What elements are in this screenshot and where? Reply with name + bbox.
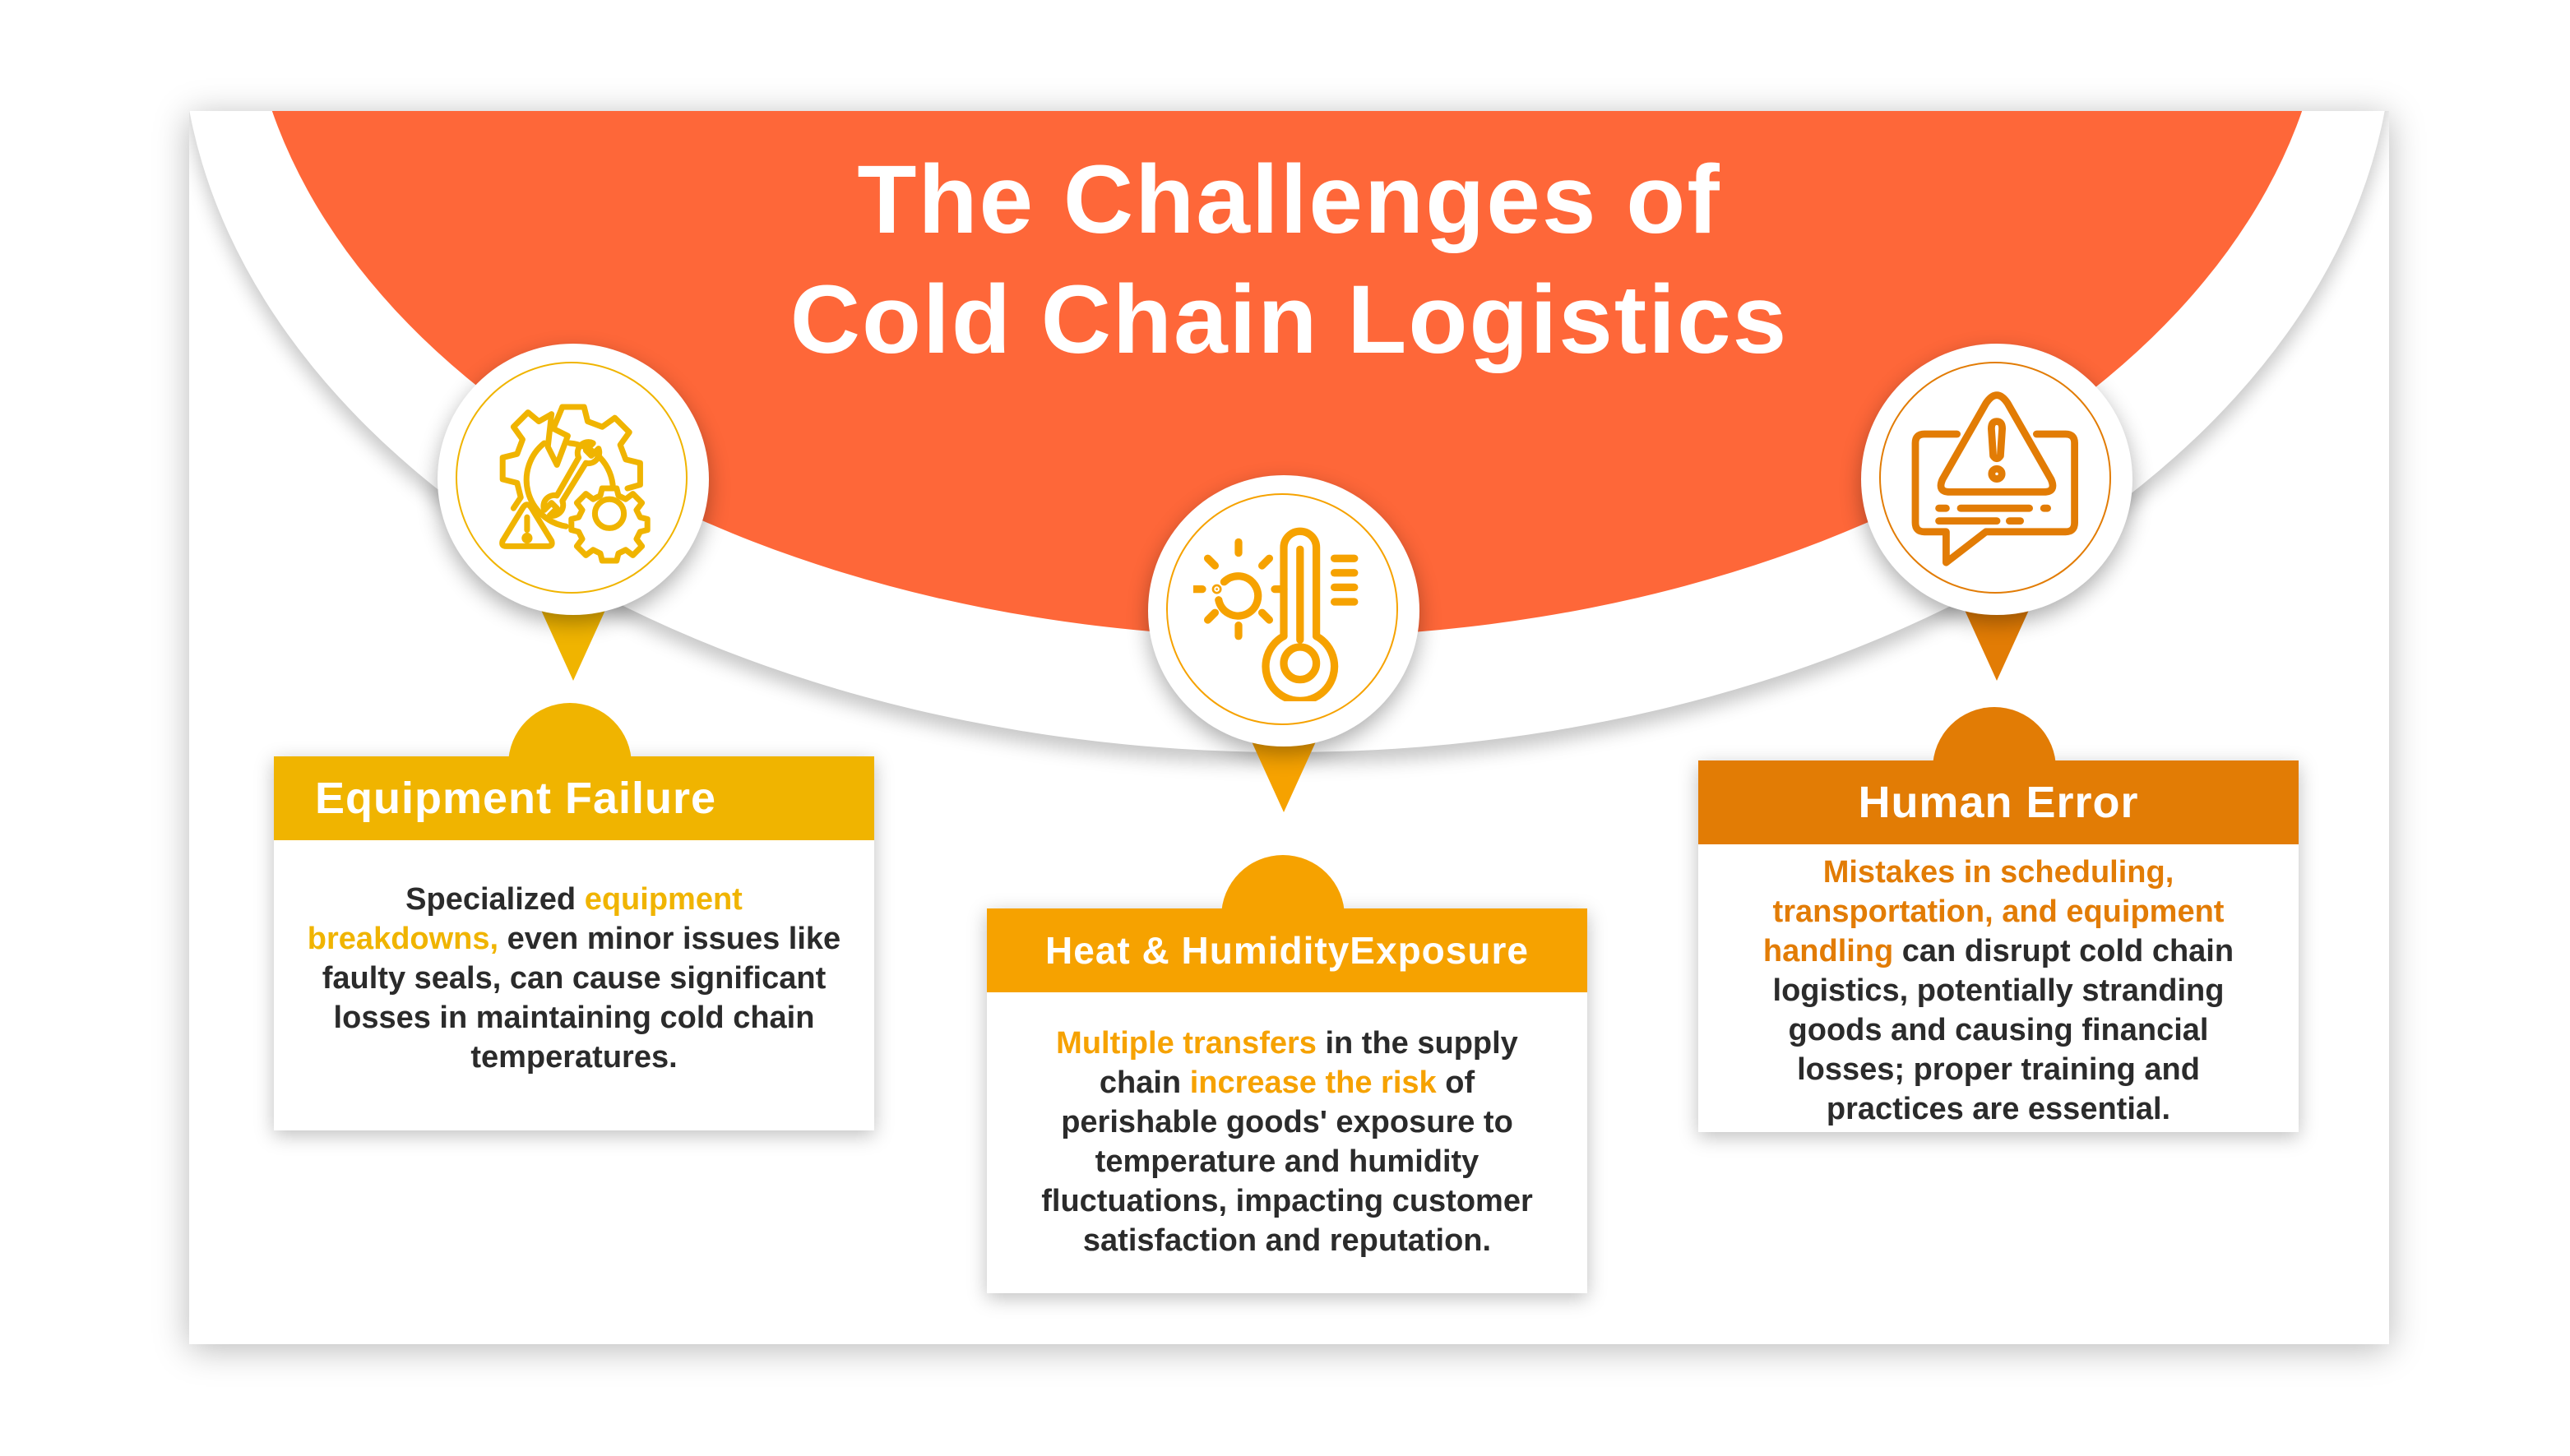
warning-speech-bubble-icon <box>1911 391 2078 566</box>
icon-circle <box>438 344 709 615</box>
icon-ring <box>1879 362 2111 594</box>
sun-thermometer-icon <box>1193 527 1359 701</box>
body-text: even minor issues like faulty seals, can… <box>322 922 841 1075</box>
broken-gear-wrench-warning-icon <box>499 404 651 564</box>
heat-humidity-card: Heat & HumidityExposure Multiple transfe… <box>987 855 1587 1293</box>
card-header: Heat & HumidityExposure <box>987 908 1587 992</box>
icon-ring <box>456 362 688 594</box>
icon-circle <box>1861 344 2132 615</box>
human-error-card: Human Error Mistakes in scheduling, tran… <box>1698 707 2299 1132</box>
card-body: Specialized equipment breakdowns, even m… <box>274 840 874 1130</box>
equipment-failure-pin <box>438 344 709 689</box>
human-error-pin <box>1861 344 2132 689</box>
heat-humidity-pin <box>1148 475 1419 820</box>
title-line-2: Cold Chain Logistics <box>790 266 1789 374</box>
icon-ring <box>1166 493 1398 725</box>
body-highlight: increase the risk <box>1189 1065 1437 1100</box>
card-body: Multiple transfers in the supply chain i… <box>987 992 1587 1293</box>
body-text: Specialized <box>405 882 585 917</box>
card-header: Equipment Failure <box>274 756 874 840</box>
body-text: can disrupt cold chain logistics, potent… <box>1772 934 2234 1126</box>
card-heading: Human Error <box>1858 778 2139 827</box>
body-highlight: equipment breakdowns, <box>307 882 743 956</box>
page-title: The Challenges of Cold Chain Logistics <box>189 140 2389 380</box>
card-heading: Equipment Failure <box>315 774 717 823</box>
card-body: Mistakes in scheduling, transportation, … <box>1698 844 2299 1132</box>
icon-circle <box>1148 475 1419 746</box>
body-highlight: Multiple transfers <box>1056 1026 1317 1061</box>
card-heading: Heat & HumidityExposure <box>1045 929 1529 972</box>
body-text: of perishable goods' exposure to tempera… <box>1041 1065 1533 1258</box>
body-text: in the supply chain <box>1099 1026 1518 1100</box>
body-highlight: Mistakes in scheduling, transportation, … <box>1762 855 2225 968</box>
card-header: Human Error <box>1698 760 2299 844</box>
equipment-failure-card: Equipment Failure Specialized equipment … <box>274 703 874 1130</box>
title-line-1: The Challenges of <box>857 146 1721 254</box>
